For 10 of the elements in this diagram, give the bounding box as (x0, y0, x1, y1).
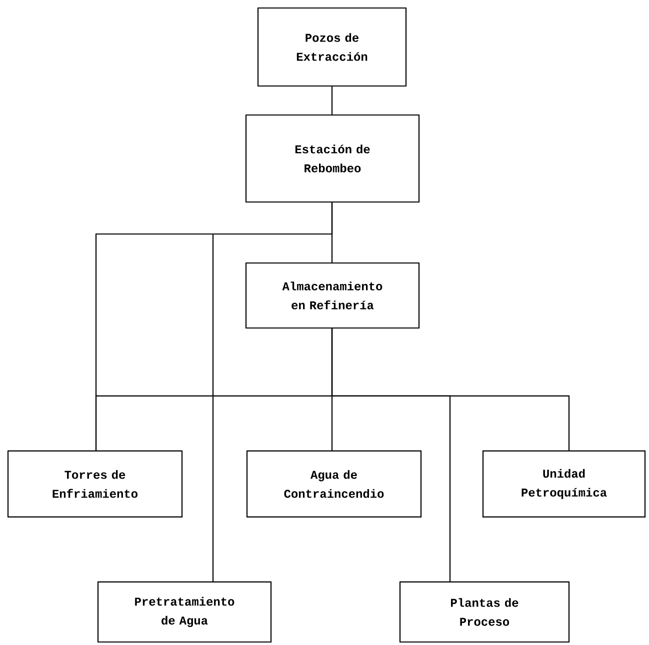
process-box: Torres de Enfriamiento (7, 450, 183, 518)
connector-line (331, 86, 333, 115)
connector-line (331, 328, 570, 451)
process-box: Pretratamiento de Agua (97, 581, 272, 643)
process-box: Pozos de Extracción (257, 7, 407, 87)
process-box: Agua de Contraincendio (246, 450, 422, 518)
process-box: Unidad Petroquímica (482, 450, 646, 518)
process-box: Estación de Rebombeo (245, 114, 420, 203)
process-box: Almacenamiento en Refinería (245, 262, 420, 329)
process-box: Plantas de Proceso (399, 581, 570, 643)
